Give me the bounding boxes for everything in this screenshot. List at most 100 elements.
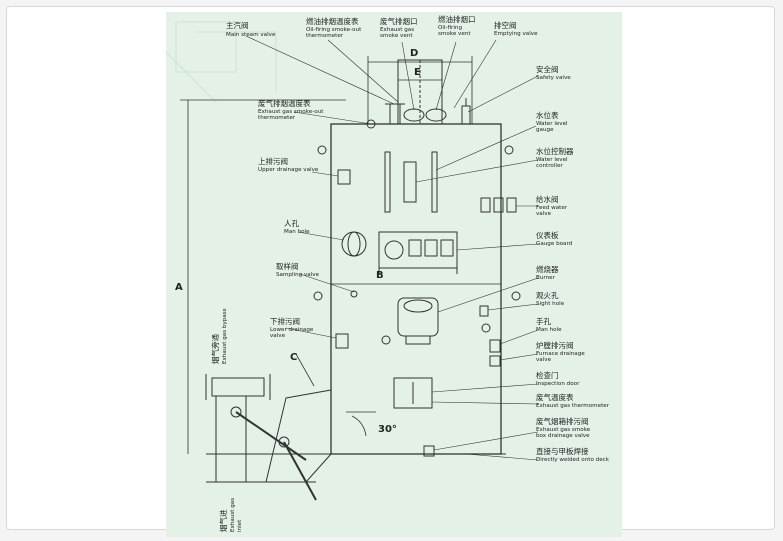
- leader-lower-drainage: [285, 327, 337, 339]
- inlet-duct: [265, 389, 332, 483]
- damper-linkage: [235, 411, 307, 461]
- leader-oil-smoke-thermo: [327, 39, 399, 103]
- leader-water-gauge: [435, 125, 537, 171]
- bypass-damper-pivot: [230, 406, 242, 418]
- leader-lines: [245, 35, 539, 461]
- label-main-steam-valve-en: Main steam valve: [226, 32, 276, 38]
- leader-exhaust-gas-thermo: [431, 401, 539, 405]
- leader-gauge-board: [456, 243, 539, 251]
- label-gauge-board-zh: 仪表板: [536, 230, 559, 240]
- label-feed-water-valve-en2: valve: [536, 211, 552, 217]
- label-exhaust-gas-thermo-en: Exhaust gas thermometer: [536, 403, 610, 409]
- dimension-B: B: [376, 270, 384, 281]
- feed-water-valve-2: [493, 197, 504, 213]
- label-hand-hole-en: Man hole: [536, 327, 562, 333]
- leader-exhaust-thermo: [293, 111, 372, 125]
- label-sampling-valve-zh: 取样阀: [276, 261, 299, 271]
- label-hand-hole-zh: 手孔: [536, 316, 551, 326]
- label-oil-smoke-thermo-en1: Oil-firing smoke-out: [306, 27, 362, 33]
- smoke-box-drainage-valve: [423, 445, 435, 457]
- label-water-level-gauge-en2: gauge: [536, 127, 554, 133]
- label-furnace-drainage-en1: Furnace drainage: [536, 351, 585, 357]
- label-exhaust-thermo-zh: 废气排烟温度表: [258, 98, 311, 108]
- lug-mid-right: [511, 291, 521, 301]
- label-gauge-board-en: Gauge board: [536, 241, 573, 247]
- label-inlet-zh: 烟气进: [218, 509, 228, 532]
- label-inspection-door-en: Inspection door: [536, 381, 580, 387]
- label-exhaust-gas-thermo-zh: 废气温度表: [536, 392, 574, 402]
- label-exhaust-thermo-en2: thermometer: [258, 115, 296, 121]
- label-sight-hole-zh: 观火孔: [536, 291, 559, 300]
- label-exhaust-thermo-en1: Exhaust gas smoke-out: [258, 109, 324, 115]
- boiler-diagram-svg: A B C D E 30° 主汽阀 Main steam valve 燃油排烟温…: [165, 14, 610, 532]
- inlet-label-group: 烟气进 Exhaust gas inlet: [218, 498, 243, 532]
- leader-controller: [415, 159, 539, 183]
- burner-base: [405, 335, 431, 345]
- leader-sight-hole: [487, 303, 539, 311]
- sight-hole: [479, 305, 489, 317]
- upper-drainage-valve: [337, 169, 351, 185]
- inspection-door: [393, 377, 433, 409]
- background-decoration: [165, 21, 277, 103]
- label-bypass-en: Exhaust gas bypass: [222, 308, 228, 364]
- label-bypass-zh: 烟气旁通: [210, 334, 220, 364]
- label-exhaust-vent-zh: 废气排烟口: [380, 16, 418, 26]
- label-exhaust-vent-en1: Exhaust gas: [380, 27, 414, 33]
- label-feed-water-valve-zh: 给水阀: [536, 194, 559, 204]
- dimension-C: C: [290, 352, 297, 363]
- leader-main-steam: [245, 35, 395, 105]
- dimension-D: D: [410, 48, 418, 59]
- label-oil-smoke-thermo-zh: 燃油排烟温度表: [306, 16, 359, 26]
- label-water-level-controller-zh: 水位控制器: [536, 146, 574, 156]
- label-sampling-valve-en: Sampling valve: [276, 272, 320, 278]
- man-hole-cover: [341, 231, 367, 257]
- dimension-A: A: [175, 282, 183, 293]
- damper-lever: [283, 441, 317, 501]
- leader-furnace-drainage: [499, 353, 539, 361]
- label-man-hole-en: Man hole: [284, 229, 310, 235]
- label-emptying-valve-zh: 排空阀: [494, 20, 517, 30]
- label-inlet-en2: inlet: [237, 519, 243, 532]
- leader-inspection-door: [431, 383, 539, 393]
- furnace-drainage-valve: [489, 355, 501, 367]
- label-emptying-valve-en: Emptying valve: [494, 31, 538, 37]
- label-water-level-gauge-zh: 水位表: [536, 110, 559, 120]
- boiler-drawing: A B C D E 30° 主汽阀 Main steam valve 燃油排烟温…: [165, 12, 622, 537]
- label-main-steam-valve-zh: 主汽阀: [226, 20, 249, 30]
- water-level-controller: [403, 161, 417, 203]
- label-inspection-door-zh: 检查门: [536, 370, 559, 380]
- leader-safety: [467, 75, 539, 113]
- label-exhaust-vent-en2: smoke vent: [380, 33, 413, 39]
- damper-pivot: [278, 436, 290, 448]
- burner-front: [403, 299, 433, 313]
- label-safety-valve-en: Safety valve: [536, 75, 571, 81]
- hand-hole: [489, 339, 501, 353]
- angle-arc: [351, 415, 367, 437]
- label-welded-deck-zh: 直接与甲板焊接: [536, 446, 589, 456]
- pressure-gauge: [384, 240, 404, 260]
- label-sight-hole-en: Sight hole: [536, 301, 565, 307]
- label-lower-drainage-en2: valve: [270, 333, 286, 339]
- label-oil-vent-zh: 燃油排烟口: [438, 14, 476, 24]
- lower-drainage-valve: [335, 333, 349, 349]
- dimension-lines: [180, 56, 501, 454]
- leader-oil-vent: [435, 41, 457, 111]
- label-water-level-gauge-en1: Water level: [536, 121, 568, 127]
- water-level-gauge-left: [384, 151, 391, 213]
- dimension-E: E: [414, 67, 421, 78]
- dimension-C-line: [295, 353, 315, 387]
- man-hole-inner: [347, 231, 361, 257]
- label-feed-water-valve-en1: Feed water: [536, 205, 568, 211]
- label-safety-valve-zh: 安全阀: [536, 64, 559, 74]
- leader-sampling: [299, 273, 355, 293]
- label-water-level-controller-en1: Water level: [536, 157, 568, 163]
- burner-housing: [397, 297, 439, 337]
- label-water-level-controller-en2: controller: [536, 163, 563, 169]
- label-lower-drainage-en1: Lower drainage: [270, 327, 314, 333]
- sight-hole-marker: [481, 323, 491, 333]
- label-smoke-box-drainage-en2: box drainage valve: [536, 433, 590, 439]
- feed-water-valve-1: [480, 197, 491, 213]
- label-furnace-drainage-en2: valve: [536, 357, 552, 363]
- leader-emptying: [453, 39, 497, 109]
- bypass-label-group: 烟气旁通 Exhaust gas bypass: [210, 308, 228, 364]
